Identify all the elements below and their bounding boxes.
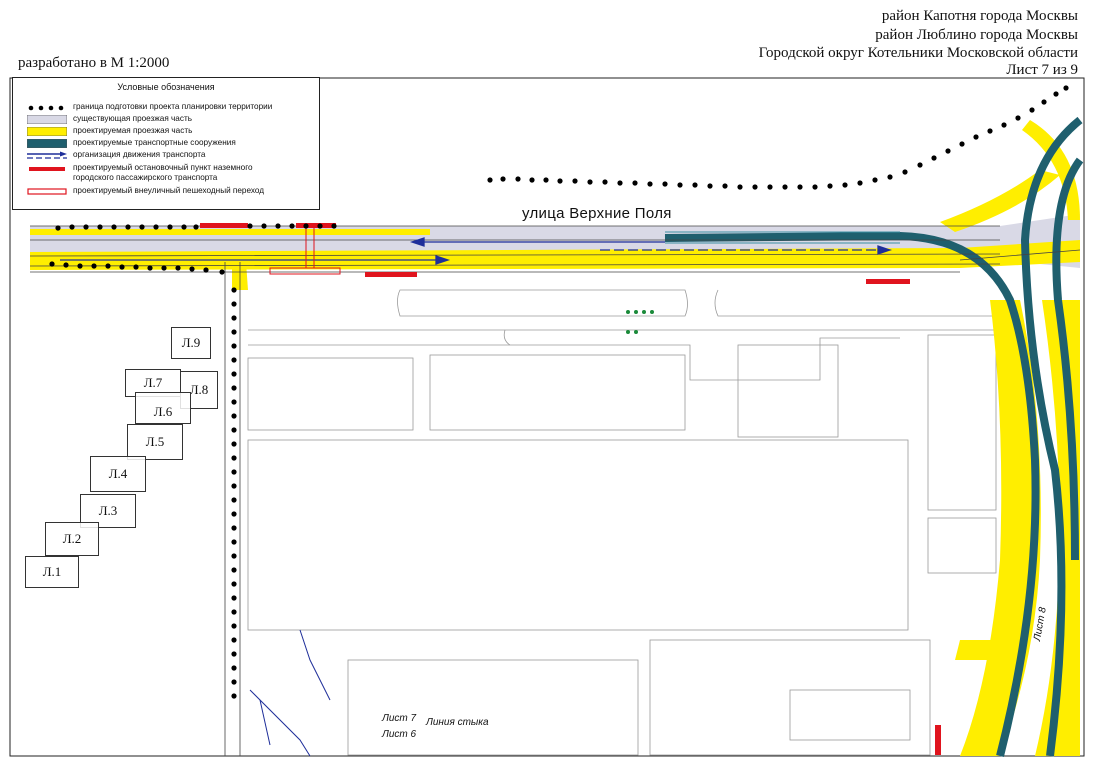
sheet-index-l1[interactable]: Л.1 — [25, 556, 79, 588]
legend-item-bus-stop-cont: городского пассажирского транспорта — [13, 173, 319, 184]
projected-road-icon — [27, 127, 67, 136]
sheet-index-l4[interactable]: Л.4 — [90, 456, 146, 492]
header-district-2: район Люблино города Москвы — [875, 27, 1078, 43]
legend-item-traffic: организация движения транспорта — [13, 150, 319, 161]
legend-label: граница подготовки проекта планировки те… — [73, 102, 273, 111]
legend: Условные обозначения граница подготовки … — [12, 77, 320, 210]
legend-item-boundary: граница подготовки проекта планировки те… — [13, 102, 319, 113]
header-district-1: район Капотня города Москвы — [881, 8, 1078, 24]
legend-item-bus-stop: проектируемый остановочный пункт наземно… — [13, 163, 319, 174]
lane-lines — [29, 225, 1081, 756]
transport-structure-icon — [27, 139, 67, 148]
legend-item-pedestrian-crossing: проектируемый внеуличный пешеходный пере… — [13, 186, 319, 197]
sheet-index-l6[interactable]: Л.6 — [135, 392, 191, 424]
dotted-boundary-icon — [28, 105, 64, 111]
street-name-label: улица Верхние Поля — [522, 205, 672, 222]
legend-item-transport-structure: проектируемые транспортные сооружения — [13, 138, 319, 149]
pedestrian-crossings — [269, 228, 341, 275]
existing-road-icon — [27, 115, 67, 124]
green-markers — [626, 310, 654, 334]
sheet-index-l9[interactable]: Л.9 — [171, 327, 211, 359]
utility-lines — [249, 629, 331, 757]
traffic-arrow-icon — [27, 151, 67, 159]
legend-label: проектируемая проезжая часть — [73, 126, 193, 135]
legend-label: городского пассажирского транспорта — [73, 173, 218, 182]
header-district-3: Городской округ Котельники Московской об… — [758, 45, 1078, 61]
traffic-arrows — [60, 237, 893, 265]
pedestrian-crossing-icon — [27, 188, 67, 195]
header-sheet-number: Лист 7 из 9 — [1006, 62, 1078, 78]
transport-structures — [664, 116, 1084, 757]
bus-stop-icon — [29, 167, 65, 171]
junction-line-label: Линия стыка — [426, 717, 489, 728]
scale-label: разработано в М 1:2000 — [18, 55, 170, 71]
legend-label: организация движения транспорта — [73, 150, 206, 159]
legend-label: проектируемый остановочный пункт наземно… — [73, 163, 253, 172]
legend-item-existing-road: существующая проезжая часть — [13, 114, 319, 125]
junction-sheet-top: Лист 7 — [382, 713, 417, 724]
junction-sheet-bottom: Лист 6 — [382, 729, 417, 740]
sheet-index-l5[interactable]: Л.5 — [127, 424, 183, 460]
legend-item-projected-road: проектируемая проезжая часть — [13, 126, 319, 137]
building-outlines — [247, 289, 1000, 756]
project-boundary — [49, 85, 1069, 699]
bus-stops — [200, 223, 941, 755]
map-frame — [9, 77, 1085, 757]
legend-title: Условные обозначения — [117, 82, 215, 92]
legend-label: существующая проезжая часть — [73, 114, 192, 123]
legend-label: проектируемый внеуличный пешеходный пере… — [73, 186, 264, 195]
sheet-index-l2[interactable]: Л.2 — [45, 522, 99, 556]
legend-label: проектируемые транспортные сооружения — [73, 138, 236, 147]
